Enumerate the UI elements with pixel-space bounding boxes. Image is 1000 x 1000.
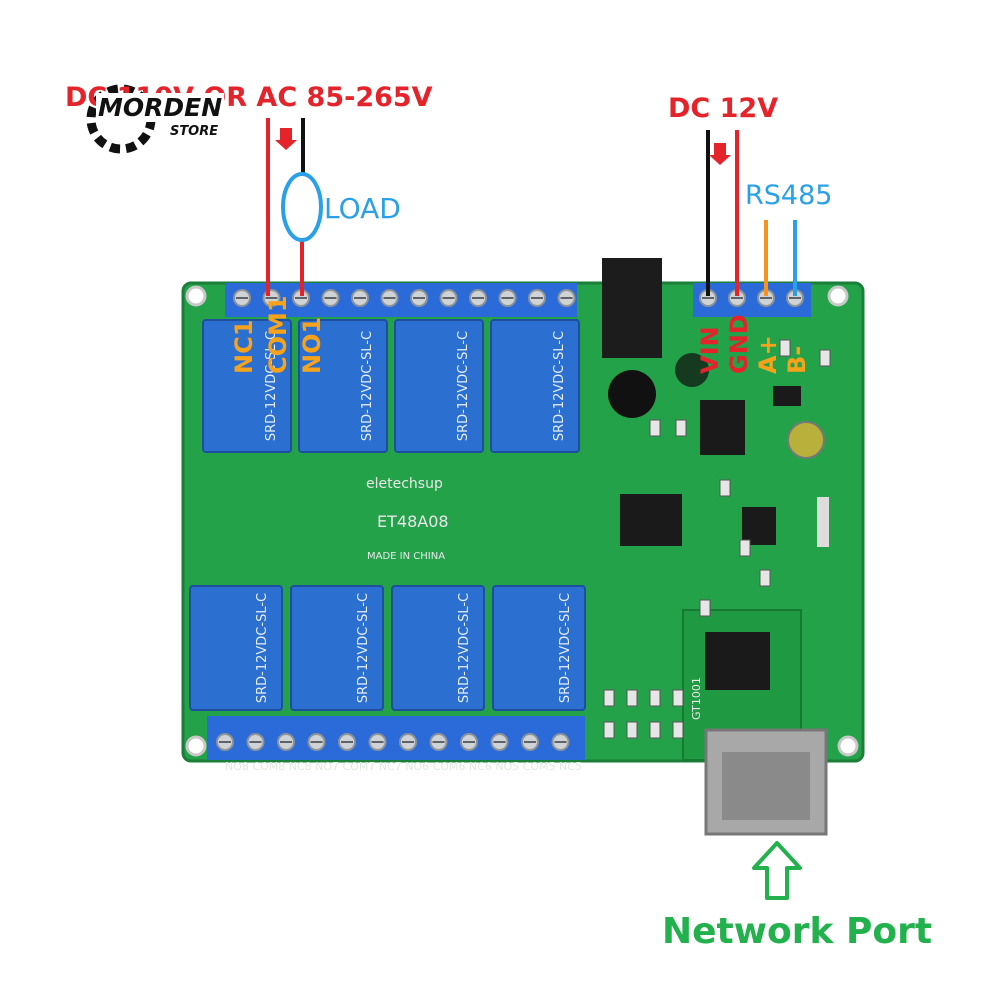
smd-part xyxy=(649,721,661,739)
smd-part xyxy=(779,339,791,357)
load-label: LOAD xyxy=(324,192,401,225)
terminal-block-bottom xyxy=(207,716,585,760)
mount-hole xyxy=(837,735,859,757)
current-arrow xyxy=(709,143,731,165)
relay xyxy=(391,585,485,711)
module-silkscreen: GT1001 xyxy=(690,677,703,720)
smd-part xyxy=(672,721,684,739)
ic-chip xyxy=(773,386,801,406)
wires xyxy=(266,118,797,296)
brand-name: MORDEN xyxy=(96,93,225,122)
dc-jack xyxy=(602,258,662,358)
network-port-label: Network Port xyxy=(662,911,933,952)
mount-hole xyxy=(827,285,849,307)
terminal-label: GND xyxy=(725,314,753,374)
relay xyxy=(290,585,384,711)
smd-part xyxy=(759,569,771,587)
ic-chip xyxy=(742,507,776,545)
relay xyxy=(394,319,484,453)
relay-label: SRD-12VDC-SL-C xyxy=(457,593,472,703)
smd-part xyxy=(649,689,661,707)
up-arrow-icon xyxy=(752,841,802,900)
model-silkscreen: ET48A08 xyxy=(377,512,449,531)
smd-part xyxy=(603,721,615,739)
relay-label: SRD-12VDC-SL-C xyxy=(356,593,371,703)
smd-part xyxy=(626,689,638,707)
load-symbol xyxy=(281,172,323,242)
smd-part xyxy=(819,349,831,367)
relay-row-bottom: SRD-12VDC-SL-C SRD-12VDC-SL-C SRD-12VDC-SL… xyxy=(189,585,586,711)
terminal-label: NC1 xyxy=(230,319,258,374)
terminal-label: COM1 xyxy=(264,295,292,374)
relay-label: SRD-12VDC-SL-C xyxy=(255,593,270,703)
smd-part xyxy=(649,419,661,437)
terminal-block-top xyxy=(225,283,577,317)
relay-label: SRD-12VDC-SL-C xyxy=(552,331,567,441)
relay-label: SRD-12VDC-SL-C xyxy=(360,331,375,441)
smd-part xyxy=(739,539,751,557)
terminal-label: A+ xyxy=(754,335,782,374)
smd-part xyxy=(675,419,687,437)
terminal-label: NO1 xyxy=(298,316,326,374)
rs485-label: RS485 xyxy=(745,180,833,211)
terminal-label: B- xyxy=(783,345,811,374)
brand-logo: MORDEN STORE xyxy=(96,93,225,144)
relay xyxy=(298,319,388,453)
mount-hole xyxy=(185,735,207,757)
relay xyxy=(490,319,580,453)
smd-part xyxy=(626,721,638,739)
relay-label: SRD-12VDC-SL-C xyxy=(456,331,471,441)
origin-silkscreen: MADE IN CHINA xyxy=(367,551,446,562)
capacitor xyxy=(787,421,825,459)
bottom-terminal-silkscreen: NO8 COM8 NC8 NO7 COM7 NC7 NO6 COM6 NC6 N… xyxy=(225,760,582,773)
relay-label: SRD-12VDC-SL-C xyxy=(264,331,279,441)
smd-part xyxy=(719,479,731,497)
relay xyxy=(492,585,586,711)
vendor-silkscreen: eletechsup xyxy=(366,476,443,492)
capacitor xyxy=(608,370,656,418)
brand-sub: STORE xyxy=(169,124,219,139)
terminal-label: VIN xyxy=(696,326,724,374)
smd-part xyxy=(699,599,711,617)
smd-part xyxy=(672,689,684,707)
capacitor xyxy=(675,353,709,387)
mount-hole xyxy=(185,285,207,307)
smd-components xyxy=(603,339,831,739)
voltage-regulator xyxy=(700,400,745,455)
ethernet-module xyxy=(682,609,828,836)
power-board-label: DC 12V xyxy=(668,93,779,124)
led-strip xyxy=(817,497,829,547)
current-arrow xyxy=(275,128,297,150)
relay-row-top: SRD-12VDC-SL-C SRD-12VDC-SL-C SRD-12VDC-SL… xyxy=(202,319,580,453)
ic-chip xyxy=(620,494,682,546)
relay-label: SRD-12VDC-SL-C xyxy=(558,593,573,703)
relay xyxy=(202,319,292,453)
relay xyxy=(189,585,283,711)
smd-part xyxy=(603,689,615,707)
